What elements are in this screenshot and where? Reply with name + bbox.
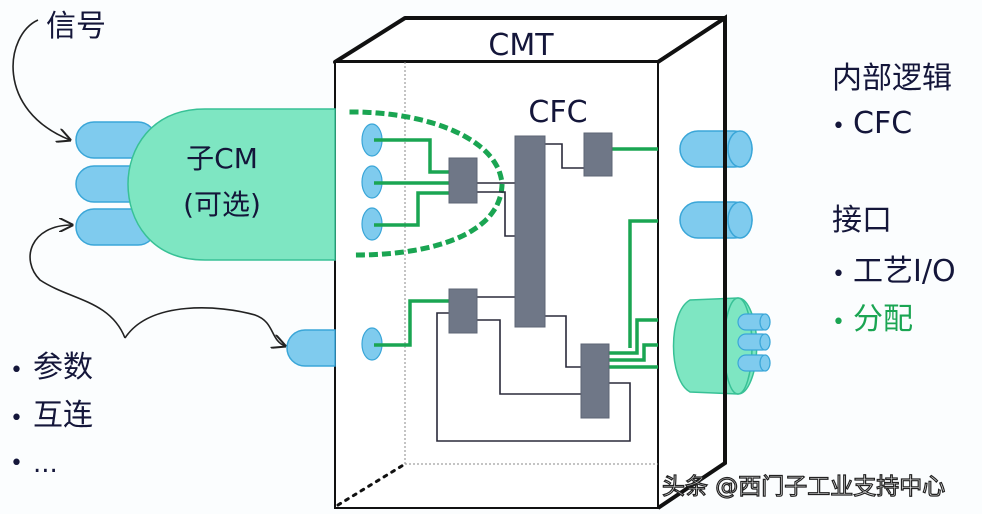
bullet-more: ... — [33, 449, 58, 479]
signal-wire — [609, 343, 658, 362]
bullet-allocation: 分配 — [853, 302, 913, 337]
logic-wire — [436, 312, 631, 442]
logic-wire — [545, 315, 581, 368]
sub-cm-body — [127, 108, 336, 261]
cmt-box: CMT — [333, 14, 727, 510]
bullet: • — [832, 310, 845, 335]
signal-wire — [374, 191, 450, 227]
function-block — [583, 132, 613, 177]
left-labels: 信号 • 参数 • 互连 • ... — [10, 9, 106, 479]
signal-arrow — [12, 19, 70, 140]
bullet: • — [10, 406, 23, 431]
bullet: • — [832, 114, 845, 139]
parameter-arrow — [124, 307, 285, 346]
sub-cm-boundary — [349, 109, 505, 258]
watermark: 头条 @西门子工业支持中心 — [662, 474, 945, 500]
hidden-edge — [336, 462, 407, 507]
bullet-process-io: 工艺I/O — [853, 254, 956, 289]
right-labels: 内部逻辑 • CFC 接口 • 工艺I/O • 分配 — [832, 61, 956, 337]
signal-wire — [628, 219, 658, 348]
function-block — [448, 157, 478, 204]
bullet-cfc: CFC — [853, 106, 912, 141]
allocation-connector — [672, 297, 771, 395]
bullet: • — [10, 358, 23, 383]
cmt-box-right-face — [656, 14, 727, 510]
interface-heading: 接口 — [832, 203, 892, 238]
signal-label: 信号 — [46, 9, 106, 44]
bullet: • — [832, 262, 845, 287]
bullet-parameters: 参数 — [33, 350, 93, 385]
function-block — [580, 343, 610, 419]
internal-logic-heading: 内部逻辑 — [832, 61, 952, 96]
bullet-interconnect: 互连 — [33, 398, 93, 433]
output-connectors — [672, 18, 771, 463]
function-block — [448, 288, 478, 334]
logic-wire — [545, 143, 584, 169]
process-io-connector — [679, 201, 753, 239]
function-block — [514, 135, 546, 328]
sub-cm-label: 子CM — [186, 142, 258, 175]
parameter-connector — [286, 329, 336, 367]
logic-wire — [477, 319, 581, 395]
signal-wire — [609, 318, 658, 355]
cmt-title: CMT — [488, 28, 554, 63]
interconnect-arrow-up — [29, 225, 126, 339]
signal-wire — [374, 299, 450, 347]
cfc-label: CFC — [528, 95, 587, 130]
cfc-chart: CFC — [349, 95, 658, 442]
signal-wire — [374, 138, 450, 174]
process-io-connector — [679, 130, 753, 168]
logic-wire — [477, 191, 515, 237]
sub-cm: 子CM (可选) — [75, 108, 336, 261]
sub-cm-optional-label: (可选) — [183, 188, 261, 221]
bullet: • — [10, 451, 23, 476]
